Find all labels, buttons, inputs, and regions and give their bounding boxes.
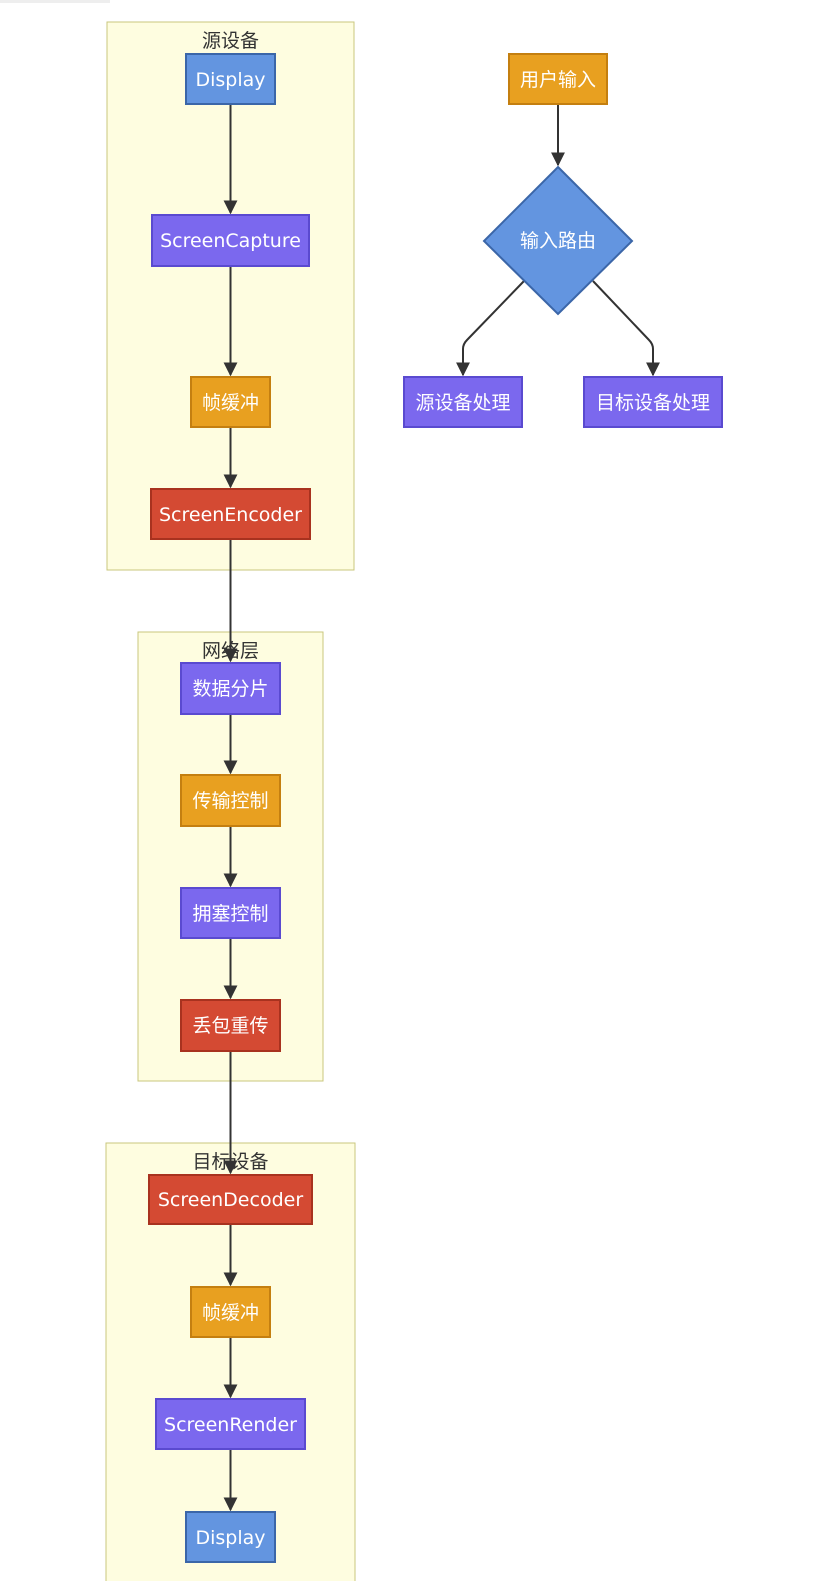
node-target-frame-buffer: 帧缓冲	[190, 1286, 271, 1338]
svg-text:ScreenEncoder: ScreenEncoder	[159, 504, 302, 526]
node-source-display: Display	[185, 53, 276, 105]
node-transmission-control: 传输控制	[180, 774, 281, 827]
node-source-frame-buffer: 帧缓冲	[190, 376, 271, 428]
node-screen-decoder: ScreenDecoder	[148, 1174, 313, 1225]
node-user-input: 用户输入	[508, 53, 608, 105]
cluster-source-device-label: 源设备	[202, 30, 259, 52]
node-source-device-processing: 源设备处理	[403, 376, 523, 428]
svg-text:用户输入: 用户输入	[520, 69, 596, 91]
top-tab-remnant	[0, 0, 110, 3]
node-data-fragmentation: 数据分片	[180, 662, 281, 715]
svg-text:ScreenCapture: ScreenCapture	[160, 230, 301, 252]
node-input-routing-decision: 输入路由	[482, 165, 634, 316]
node-target-device-processing: 目标设备处理	[583, 376, 723, 428]
node-screen-capture: ScreenCapture	[151, 214, 310, 267]
svg-text:Display: Display	[195, 1527, 265, 1549]
svg-text:源设备处理: 源设备处理	[415, 392, 510, 414]
svg-text:ScreenRender: ScreenRender	[164, 1414, 297, 1436]
svg-text:数据分片: 数据分片	[192, 678, 268, 700]
node-packet-loss-retransmit: 丢包重传	[180, 999, 281, 1052]
svg-text:丢包重传: 丢包重传	[192, 1015, 268, 1037]
node-screen-encoder: ScreenEncoder	[150, 488, 311, 540]
node-screen-render: ScreenRender	[155, 1398, 306, 1450]
svg-text:Display: Display	[195, 69, 265, 91]
svg-text:目标设备处理: 目标设备处理	[596, 392, 710, 414]
svg-text:ScreenDecoder: ScreenDecoder	[158, 1189, 303, 1211]
svg-text:传输控制: 传输控制	[192, 790, 268, 812]
svg-text:帧缓冲: 帧缓冲	[202, 1302, 259, 1324]
svg-text:帧缓冲: 帧缓冲	[202, 392, 259, 414]
node-congestion-control: 拥塞控制	[180, 887, 281, 939]
svg-text:拥塞控制: 拥塞控制	[192, 903, 268, 925]
node-target-display: Display	[185, 1511, 276, 1563]
svg-text:输入路由: 输入路由	[520, 230, 596, 252]
edge-routing-to-target-processing	[592, 280, 660, 377]
edge-routing-to-source-processing	[456, 280, 525, 377]
